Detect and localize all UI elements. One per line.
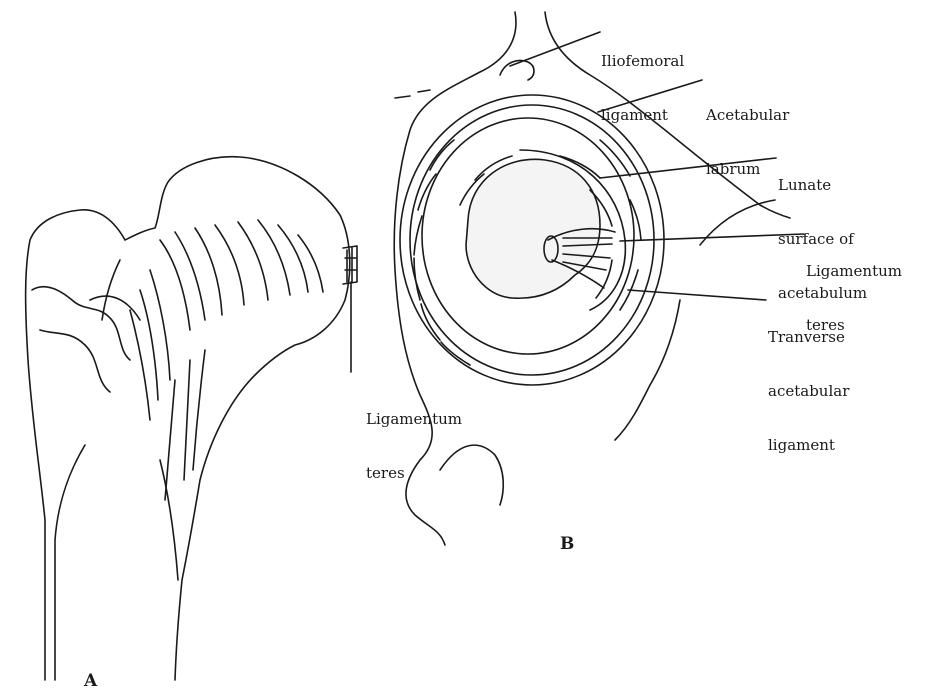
label-line: Ligamentum	[806, 262, 902, 280]
label-line: acetabular	[768, 382, 849, 400]
label-line: ligament	[601, 106, 684, 124]
transverse-acetabular-ligament-label: Tranverse acetabular ligament	[768, 292, 849, 472]
label-line: Iliofemoral	[601, 52, 684, 70]
panel-a-letter: A	[84, 672, 97, 690]
label-line: teres	[366, 464, 462, 482]
label-line: ligament	[768, 436, 849, 454]
label-line: Tranverse	[768, 328, 849, 346]
label-line: labrum	[706, 160, 789, 178]
label-line: Lunate	[778, 176, 867, 194]
panel-b-letter: B	[560, 535, 574, 553]
femur-drawing	[26, 157, 357, 680]
label-line: Acetabular	[706, 106, 789, 124]
iliofemoral-ligament-label: Iliofemoral ligament	[601, 16, 684, 142]
acetabular-labrum-label: Acetabular labrum	[706, 70, 789, 196]
label-line: Ligamentum	[366, 410, 462, 428]
ligamentum-teres-femur-label: Ligamentum teres	[366, 374, 462, 500]
